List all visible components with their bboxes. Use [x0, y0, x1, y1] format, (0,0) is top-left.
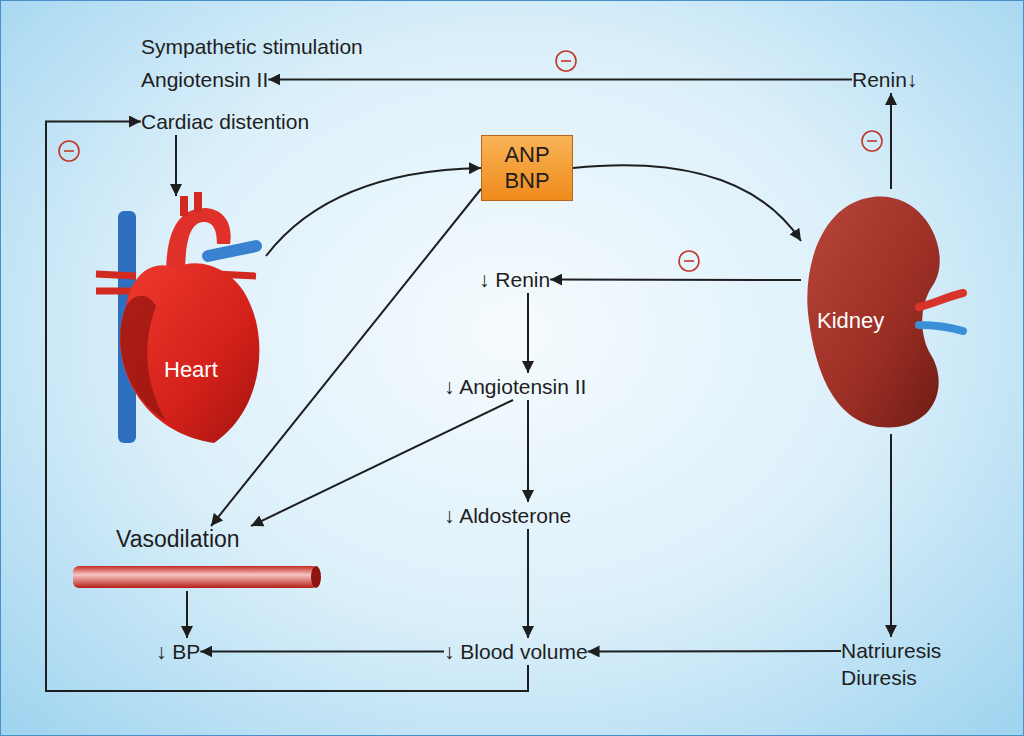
node-text: Kidney — [817, 307, 966, 334]
hormone-label: ANP BNP — [498, 142, 556, 194]
vessel-end — [311, 566, 321, 588]
node-text: ANP BNP — [498, 142, 556, 194]
organ-node: Heart — [96, 196, 266, 446]
flow-arrow — [527, 400, 529, 502]
renal-artery — [919, 293, 963, 307]
inhibit-circle — [59, 141, 79, 161]
flow-arrow — [573, 165, 801, 241]
vessel-illustration — [73, 566, 321, 588]
text-node: Angiotensin II — [141, 66, 268, 93]
heart-body — [120, 263, 259, 443]
vessel-node: Vasodilation — [71, 526, 321, 591]
vessel — [180, 196, 188, 216]
node-text: Natriuresis Diuresis — [841, 637, 953, 691]
pulmonary-artery — [208, 246, 256, 256]
inhibit-circle — [556, 51, 576, 71]
flow-arrow — [527, 529, 529, 638]
node-text: Angiotensin II — [141, 66, 268, 93]
node-text: ↓ Angiotensin II — [444, 373, 586, 400]
hormone-box: ANP BNP — [481, 135, 573, 201]
node-text: ↓ Aldosterone — [444, 502, 571, 529]
minus-sign — [684, 260, 694, 262]
flow-arrow — [251, 400, 513, 526]
renal-vein — [919, 325, 963, 331]
flow-arrow — [175, 135, 177, 196]
node-text: Sympathetic stimulation — [141, 33, 363, 60]
text-node: ↓ Renin — [479, 266, 550, 293]
dilated-vessel — [73, 566, 318, 588]
node-text: Cardiac distention — [141, 108, 309, 135]
flow-arrow — [266, 168, 481, 256]
node-text: Vasodilation — [116, 526, 321, 553]
inhibition-symbols — [59, 51, 882, 271]
organ-node: Kidney — [801, 189, 966, 434]
text-node: Renin↓ — [852, 66, 917, 93]
minus-sign — [64, 150, 74, 152]
flow-arrow — [46, 122, 528, 692]
text-node: ↓ Angiotensin II — [444, 373, 586, 400]
minus-sign — [561, 60, 571, 62]
flow-arrow — [211, 189, 481, 526]
flow-arrow — [200, 651, 444, 653]
vessel — [96, 274, 136, 276]
heart-illustration — [96, 192, 259, 443]
flow-arrow — [890, 434, 892, 637]
text-node: ↓ BP — [156, 638, 200, 665]
flow-arrow — [186, 591, 188, 638]
flow-arrow — [527, 293, 529, 373]
flow-arrow — [588, 650, 841, 653]
node-text: Heart — [164, 356, 266, 383]
text-node: ↓ Blood volume — [444, 638, 588, 665]
text-node: Natriuresis Diuresis — [841, 637, 953, 691]
vessel — [194, 192, 202, 212]
flow-arrow — [890, 93, 892, 189]
node-text: ↓ Renin — [479, 266, 550, 293]
minus-sign — [867, 140, 877, 142]
text-node: Sympathetic stimulation — [141, 33, 363, 60]
flow-arrow — [550, 279, 801, 282]
node-text: ↓ BP — [156, 638, 200, 665]
inhibit-circle — [862, 131, 882, 151]
text-node: Cardiac distention — [141, 108, 309, 135]
text-node: ↓ Aldosterone — [444, 502, 571, 529]
node-text: Renin↓ — [852, 66, 917, 93]
node-text: ↓ Blood volume — [444, 638, 588, 665]
inhibit-circle — [679, 251, 699, 271]
flow-arrow — [268, 79, 852, 81]
heart-shade — [120, 296, 166, 421]
